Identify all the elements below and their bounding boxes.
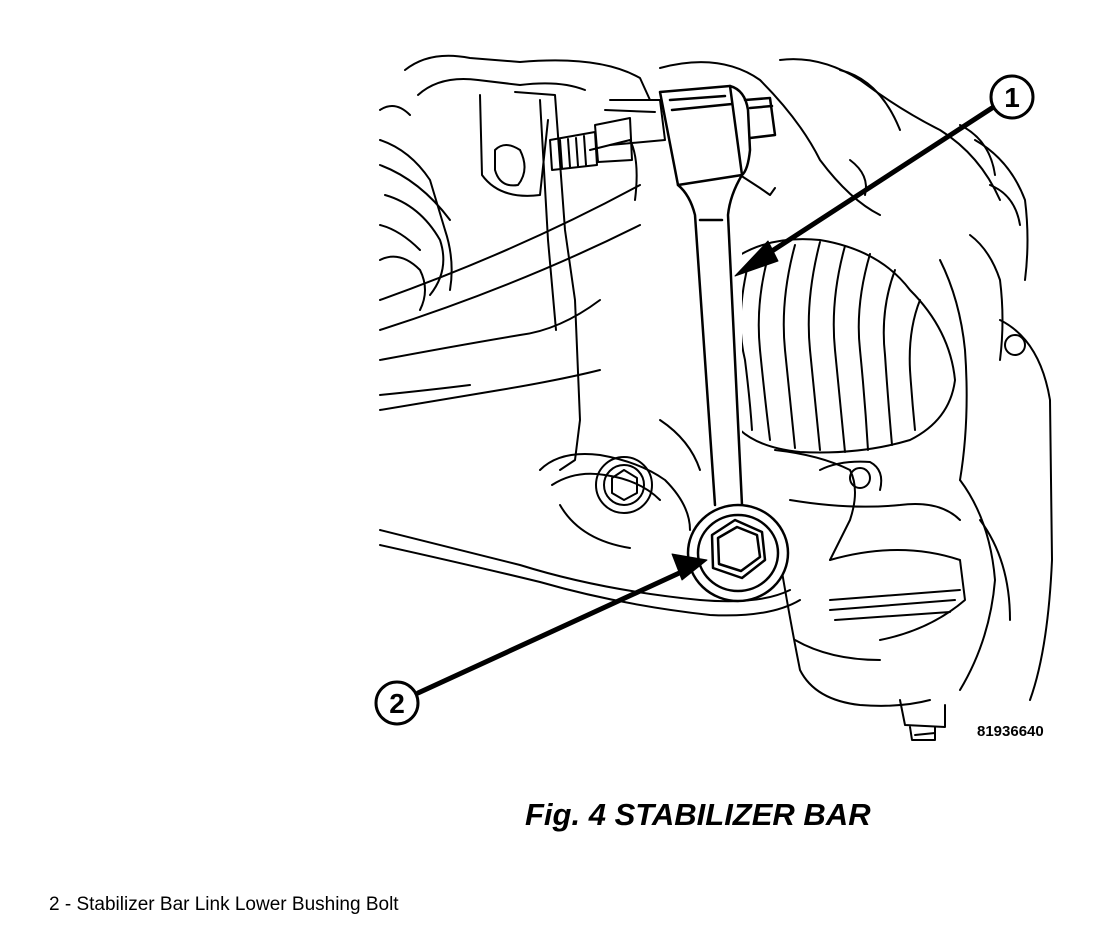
callout-2: 2 <box>374 553 708 726</box>
stabilizer-bar-link <box>658 84 790 603</box>
legend-item: 2 - Stabilizer Bar Link Lower Bushing Bo… <box>49 894 399 916</box>
legend-item-number: 2 <box>49 894 60 915</box>
legend-item-text: Stabilizer Bar Link Lower Bushing Bolt <box>76 894 399 915</box>
callout-1-number: 1 <box>1004 82 1020 113</box>
callout-1: 1 <box>734 74 1035 277</box>
callout-2-number: 2 <box>389 688 405 719</box>
figure-id: 81936640 <box>977 723 1044 740</box>
suspension-background <box>379 54 1053 741</box>
figure-caption: Fig. 4 STABILIZER BAR <box>525 797 871 832</box>
legend-item-separator: - <box>64 894 77 915</box>
